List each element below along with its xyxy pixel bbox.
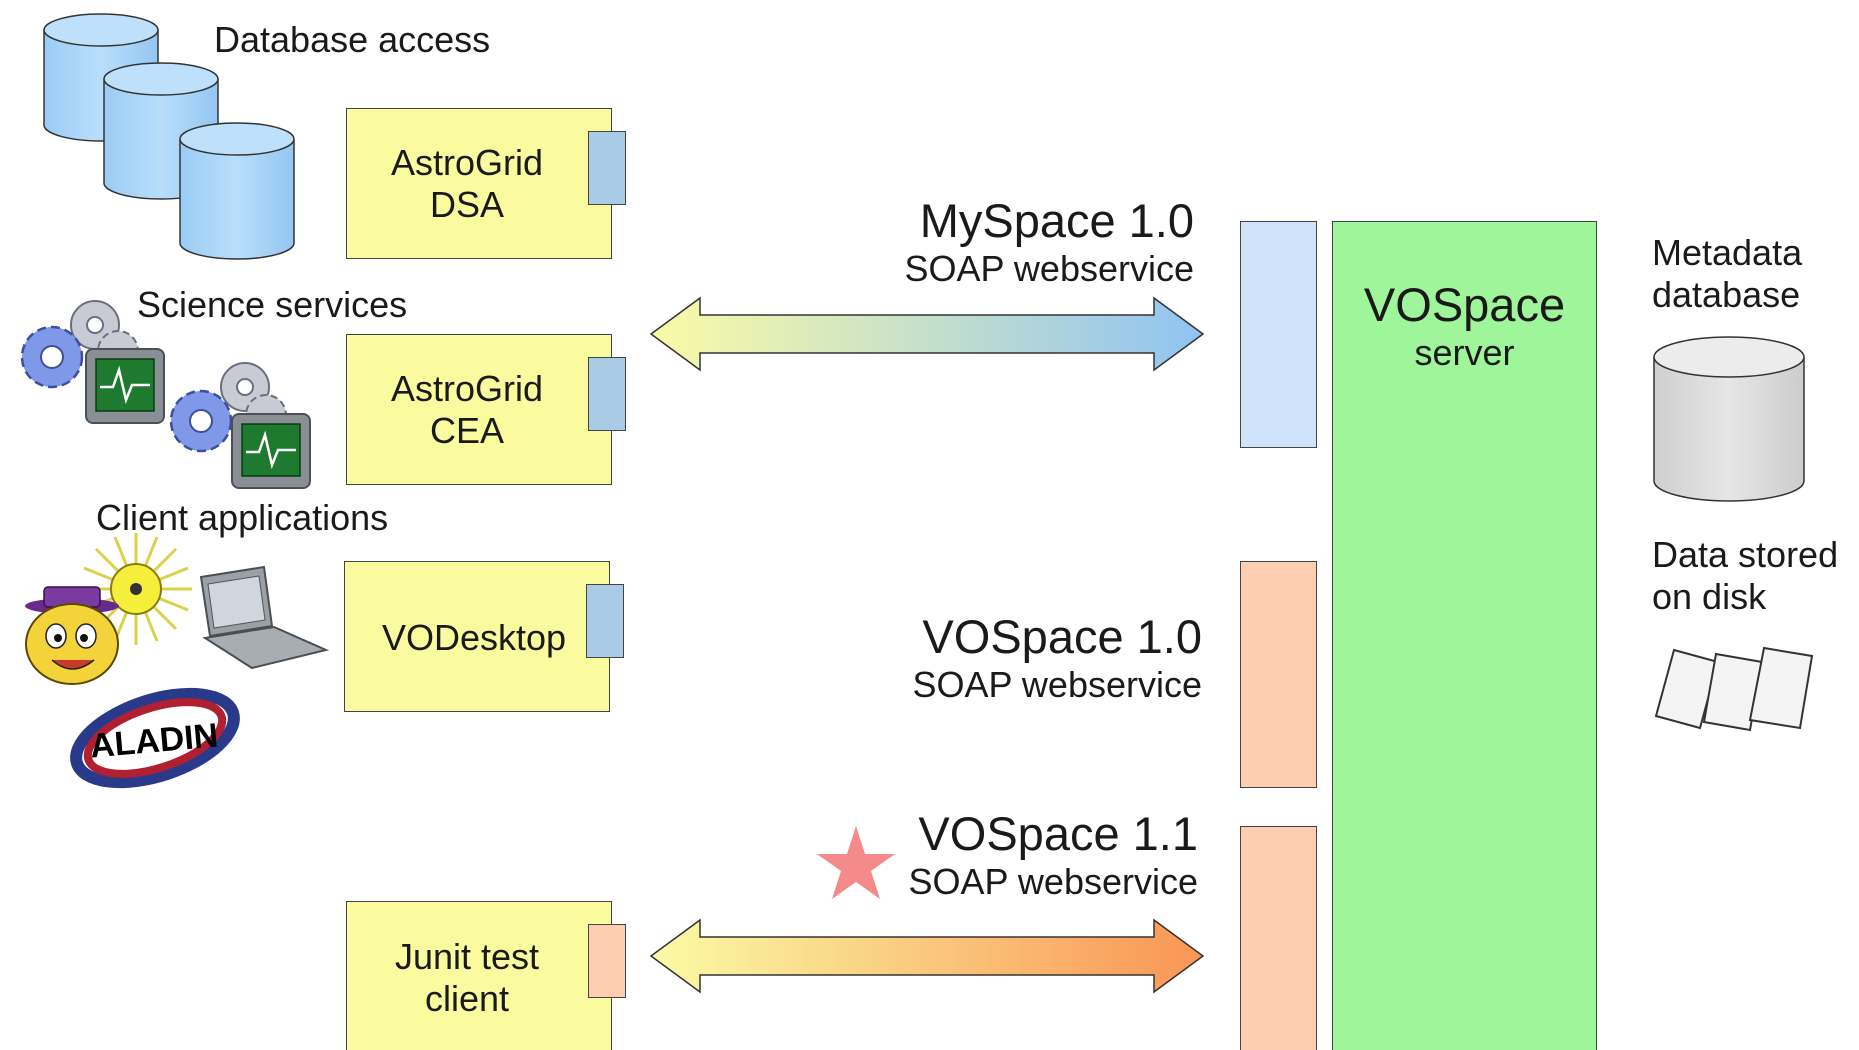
astrogrid-cea-label: AstroGrid CEA [390, 368, 544, 452]
vospace11-subtitle: SOAP webservice [908, 861, 1198, 903]
myspace-arrow [649, 296, 1205, 372]
vospace10-protocol: VOSpace 1.0 SOAP webservice [840, 610, 1202, 705]
database-access-label: Database access [214, 19, 491, 60]
astrogrid-dsa-box: AstroGrid DSA [346, 108, 612, 259]
junit-port [588, 924, 626, 998]
sun-icon [80, 533, 192, 645]
documents-icon [1654, 646, 1814, 732]
vospace11-interface [1240, 826, 1317, 1050]
vospace11-protocol: VOSpace 1.1 SOAP webservice [840, 807, 1198, 902]
data-stored-on-disk-label: Data stored on disk [1652, 534, 1839, 618]
laptop-icon [199, 565, 330, 670]
cea-port [588, 357, 626, 431]
client-applications-label: Client applications [96, 497, 389, 538]
astrogrid-cea-box: AstroGrid CEA [346, 334, 612, 485]
junit-test-client-label: Junit test client [394, 936, 540, 1020]
server-title: VOSpace [1363, 278, 1566, 331]
star-icon [817, 826, 895, 899]
vospace10-title: VOSpace 1.0 [922, 610, 1202, 663]
vospace10-subtitle: SOAP webservice [912, 664, 1202, 706]
database-cylinder-icon [1653, 336, 1805, 502]
vodesktop-port [586, 584, 624, 658]
database-stack-icon [43, 13, 295, 260]
vospace11-arrow [649, 918, 1205, 994]
science-services-label: Science services [137, 284, 408, 325]
myspace-protocol: MySpace 1.0 SOAP webservice [840, 194, 1194, 289]
myspace-interface [1240, 221, 1317, 448]
vodesktop-label: VODesktop [381, 617, 567, 658]
gear-monitor-icon [20, 300, 311, 489]
vospace11-title: VOSpace 1.1 [918, 807, 1198, 860]
dsa-port [588, 131, 626, 205]
vospace10-interface [1240, 561, 1317, 788]
aladin-logo-icon: ALADIN [70, 687, 240, 789]
server-subtitle: server [1414, 332, 1515, 373]
junit-test-client-box: Junit test client [346, 901, 612, 1050]
myspace-title: MySpace 1.0 [919, 194, 1194, 247]
astrogrid-dsa-label: AstroGrid DSA [390, 142, 544, 226]
vospace-server: VOSpace server [1332, 221, 1597, 1050]
cat-mascot-icon [25, 586, 119, 685]
metadata-database-label: Metadata database [1652, 232, 1803, 316]
vodesktop-box: VODesktop [344, 561, 610, 712]
myspace-subtitle: SOAP webservice [904, 248, 1194, 290]
